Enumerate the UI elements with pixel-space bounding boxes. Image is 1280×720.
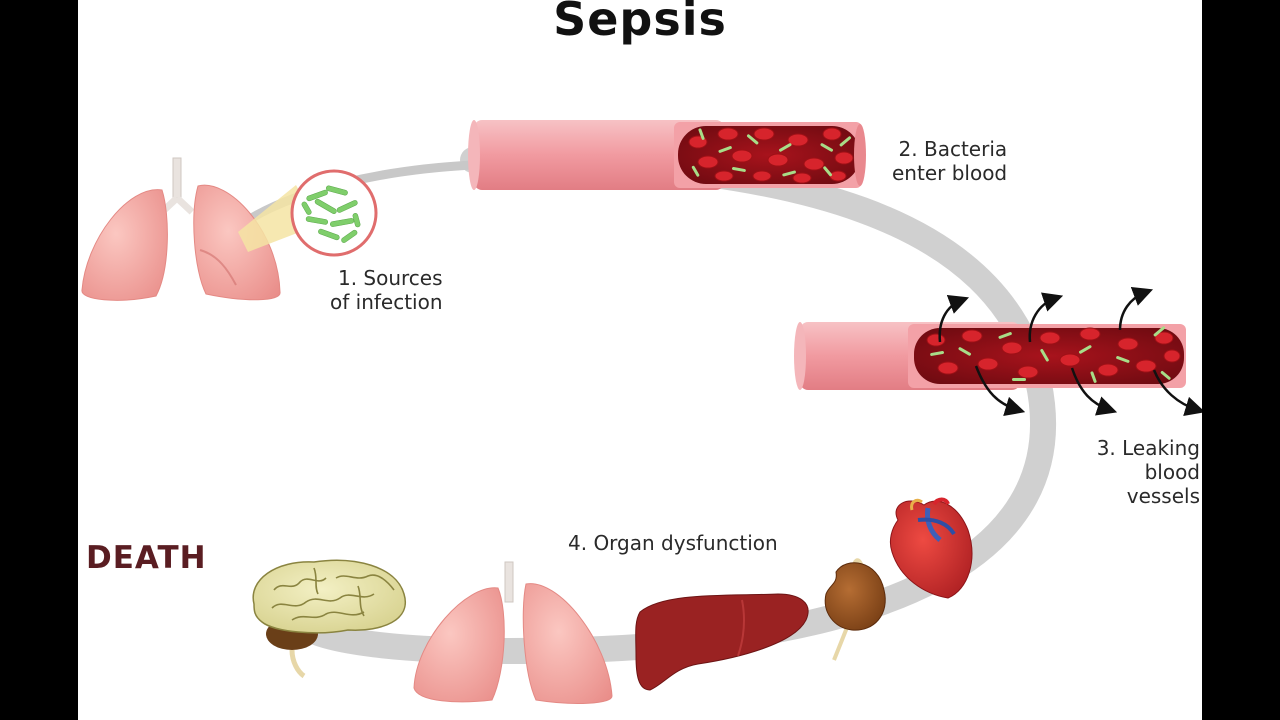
bacteria-in-blood — [691, 128, 852, 177]
sepsis-diagram-art — [81, 120, 1202, 704]
step-2-line-2: enter blood — [892, 161, 1008, 185]
step-2-line-1: 2. Bacteria — [898, 137, 1008, 161]
lungs-icon — [81, 157, 281, 301]
bacteria-leaking — [930, 326, 1171, 383]
blood-vessel-leaking — [794, 287, 1202, 416]
liver-icon — [635, 593, 809, 691]
heart-icon — [889, 497, 973, 599]
step-3-line-3: vessels — [1126, 484, 1200, 508]
leak-arrows — [938, 287, 1202, 416]
bacteria-cluster-icon — [301, 185, 361, 243]
step-2-label: 2. Bacteria enter blood — [892, 137, 1007, 185]
brain-folds — [271, 567, 395, 621]
infection-magnifier — [238, 169, 378, 257]
step-1-line-1: 1. Sources — [337, 266, 443, 290]
red-blood-cells — [688, 127, 854, 184]
diagram-canvas: Sepsis 1. Sources of infection 2. Bacter… — [78, 0, 1202, 720]
death-label: DEATH — [86, 540, 207, 576]
step-1-line-2: of infection — [330, 290, 443, 314]
step-3-line-2: blood — [1144, 460, 1200, 484]
step-3-label: 3. Leaking blood vessels — [1097, 436, 1200, 508]
lungs-bottom-icon — [413, 561, 613, 704]
blood-vessel-intact — [468, 120, 866, 190]
step-4-label: 4. Organ dysfunction — [568, 531, 778, 555]
step-3-line-1: 3. Leaking — [1096, 436, 1200, 460]
step-1-label: 1. Sources of infection — [330, 266, 443, 314]
brain-icon — [252, 559, 407, 679]
step-4-line-1: 4. Organ dysfunction — [568, 531, 778, 555]
page-title: Sepsis — [553, 0, 727, 46]
kidney-icon — [824, 558, 886, 661]
